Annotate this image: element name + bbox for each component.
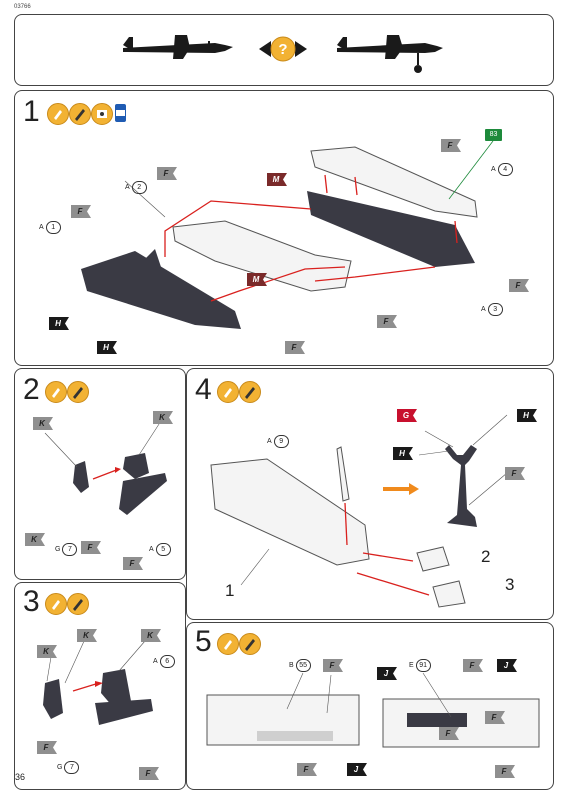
step-4-number: 4 bbox=[195, 373, 212, 406]
sprue-flag-f: F bbox=[323, 659, 343, 672]
step-1-number: 1 bbox=[23, 95, 40, 128]
sprue-flag-k: K bbox=[37, 645, 57, 658]
glue-icon bbox=[47, 103, 69, 125]
sub-assembly-1-label: 1 bbox=[225, 581, 235, 600]
step-5-sidewall-drawing bbox=[206, 672, 540, 748]
sprue-flag-f: F bbox=[285, 341, 305, 354]
glue-icon bbox=[45, 381, 67, 403]
sprue-flag-f: F bbox=[463, 659, 483, 672]
sprue-flag-g: G bbox=[397, 409, 417, 422]
paint-brush-icon bbox=[69, 103, 91, 125]
sprue-flag-f: F bbox=[441, 139, 461, 152]
sprue-flag-k: K bbox=[153, 411, 173, 424]
question-mark: ? bbox=[278, 41, 287, 58]
paint-brush-icon bbox=[67, 593, 89, 615]
page-number: 36 bbox=[15, 772, 26, 782]
aircraft-silhouette-left bbox=[123, 35, 233, 59]
sprue-flag-f: F bbox=[439, 727, 459, 740]
rotate-arrows: ? bbox=[259, 36, 307, 62]
glue-icon bbox=[217, 633, 239, 655]
sprue-flag-f: F bbox=[509, 279, 529, 292]
paint-brush-icon bbox=[239, 633, 261, 655]
page-code: 03766 bbox=[14, 4, 31, 10]
sprue-flag-k: K bbox=[33, 417, 53, 430]
sprue-flag-h: H bbox=[49, 317, 69, 330]
sprue-flag-f: F bbox=[297, 763, 317, 776]
sprue-flag-h: H bbox=[517, 409, 537, 422]
sprue-flag-m: M bbox=[267, 173, 287, 186]
sub-assembly-3-label: 3 bbox=[505, 575, 515, 594]
paint-brush-icon bbox=[239, 381, 261, 403]
sprue-flag-j: J bbox=[347, 763, 367, 776]
sub-assembly-2-label: 2 bbox=[481, 547, 491, 566]
sprue-flag-f: F bbox=[485, 711, 505, 724]
sprue-flag-f: F bbox=[157, 167, 177, 180]
glue-icon bbox=[45, 593, 67, 615]
paint-pot-icon bbox=[115, 104, 126, 122]
sprue-flag-f: F bbox=[81, 541, 101, 554]
sprue-flag-f: F bbox=[495, 765, 515, 778]
glue-icon bbox=[217, 381, 239, 403]
step-1-fuselage-drawing bbox=[81, 140, 494, 329]
aircraft-silhouettes: ? bbox=[123, 35, 443, 73]
sprue-flag-f: F bbox=[377, 315, 397, 328]
sprue-flag-k: K bbox=[141, 629, 161, 642]
step-2-number: 2 bbox=[23, 373, 40, 406]
paint-brush-icon bbox=[67, 381, 89, 403]
sprue-flag-j: J bbox=[377, 667, 397, 680]
step-3-seat-drawing bbox=[43, 638, 153, 725]
aircraft-silhouette-right bbox=[337, 35, 443, 73]
sprue-flag-j: J bbox=[497, 659, 517, 672]
step-4-cockpit-drawing bbox=[210, 414, 508, 608]
sprue-flag-f: F bbox=[139, 767, 159, 780]
sprue-flag-f: F bbox=[505, 467, 525, 480]
sprue-flag-k: K bbox=[77, 629, 97, 642]
aircraft-orientation-panel: ? bbox=[14, 14, 554, 86]
sprue-flag-f: F bbox=[71, 205, 91, 218]
sprue-flag-k: K bbox=[25, 533, 45, 546]
sprue-flag-f: F bbox=[123, 557, 143, 570]
sprue-flag-h: H bbox=[97, 341, 117, 354]
decal-icon bbox=[91, 103, 113, 125]
sprue-flag-h: H bbox=[393, 447, 413, 460]
paint-color-badge: 83 bbox=[485, 129, 502, 141]
step-3-number: 3 bbox=[23, 585, 40, 618]
step-2-seat-drawing bbox=[44, 420, 167, 515]
sprue-flag-m: M bbox=[247, 273, 267, 286]
sprue-flag-f: F bbox=[37, 741, 57, 754]
step-5-number: 5 bbox=[195, 625, 212, 658]
